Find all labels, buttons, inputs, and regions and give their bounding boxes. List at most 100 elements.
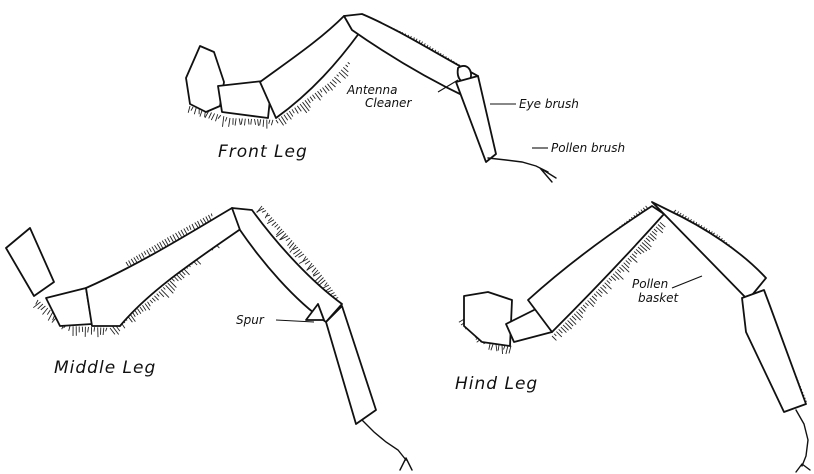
leg-hair: [239, 118, 240, 125]
leg-hair: [161, 289, 169, 297]
leg-hair: [248, 119, 249, 125]
leg-hair: [280, 233, 287, 240]
leg-hair: [103, 328, 104, 335]
leg-hair: [177, 275, 182, 280]
leg-hair: [194, 108, 196, 114]
leg-hair: [157, 294, 160, 297]
leg-hair: [271, 120, 273, 125]
leg-hair: [609, 278, 612, 281]
leg-hair: [343, 67, 348, 72]
leg-hair: [168, 283, 175, 290]
leg-hair: [289, 111, 293, 116]
leg-hair: [276, 229, 282, 235]
leg-hair: [288, 240, 293, 245]
eye-brush-label: Eye brush: [519, 98, 579, 110]
leg-hair: [320, 89, 322, 92]
leg-hair: [581, 307, 585, 311]
leg-hair: [195, 223, 198, 228]
leg-hair: [628, 258, 632, 262]
leg-hair: [166, 285, 174, 293]
leg-hair: [295, 108, 299, 114]
leg-hair: [312, 268, 316, 273]
pollen-basket-label-line2: basket: [638, 292, 678, 304]
leg-hair: [191, 107, 193, 111]
middle-leg: [6, 208, 412, 470]
leg-hair: [47, 310, 50, 315]
spur-label: Spur: [236, 314, 264, 326]
front-leg-label: Front Leg: [218, 143, 308, 161]
leg-hair: [275, 224, 278, 227]
middle-leg-tibia: [232, 208, 342, 322]
leg-hair: [148, 302, 151, 306]
leg-hair: [299, 254, 305, 257]
leg-hair: [559, 329, 563, 333]
leg-hair: [144, 251, 146, 254]
leg-hair: [88, 327, 89, 333]
leg-hair: [554, 334, 556, 336]
leg-hair: [603, 285, 607, 289]
leg-hair: [126, 262, 128, 266]
hind-leg-label: Hind Leg: [455, 375, 538, 393]
leg-hair: [38, 304, 43, 309]
leg-hair: [305, 261, 310, 264]
leg-hair: [277, 227, 280, 230]
leg-hair: [43, 308, 48, 315]
leg-hair: [245, 119, 246, 126]
leg-hair: [556, 332, 561, 337]
leg-hair: [235, 118, 236, 125]
leg-hair: [615, 272, 623, 280]
hind-leg: [464, 202, 810, 472]
leg-hair: [172, 279, 174, 281]
leg-hair: [491, 344, 493, 350]
leg-hair: [325, 86, 329, 91]
leg-hair: [209, 113, 212, 119]
leg-hair: [159, 292, 164, 297]
hind-leg-femur: [528, 206, 664, 332]
leg-hair: [163, 287, 165, 289]
leg-hair: [284, 115, 288, 121]
leg-hair: [594, 294, 597, 297]
leg-hair: [167, 238, 170, 243]
leg-hair: [229, 118, 230, 127]
middle-leg-tarsi: [362, 420, 412, 470]
leg-hair: [506, 346, 508, 355]
leg-hair: [607, 280, 610, 283]
leg-hair: [225, 117, 227, 121]
leg-hair: [223, 116, 224, 127]
leg-hair: [617, 269, 621, 272]
leg-hair: [94, 327, 95, 331]
leg-hair: [149, 248, 151, 252]
leg-hair: [509, 346, 511, 354]
leg-hair: [269, 120, 270, 124]
leg-hair: [48, 312, 53, 321]
leg-hair: [632, 254, 636, 258]
middle-leg-label: Middle Leg: [54, 359, 156, 377]
leg-hair: [598, 289, 602, 293]
leg-hair: [268, 217, 272, 221]
leg-hair: [41, 306, 46, 310]
hind-leg-coxa: [464, 292, 512, 346]
leg-hair: [346, 65, 348, 67]
leg-hair: [155, 245, 158, 249]
leg-hair: [266, 215, 271, 216]
leg-hair: [592, 296, 597, 301]
leg-hair: [502, 345, 503, 354]
hind-leg-basitarsus: [742, 290, 806, 412]
leg-hair: [585, 303, 588, 306]
leg-hair: [150, 300, 153, 303]
leg-hair: [140, 307, 143, 312]
leg-hair: [263, 120, 264, 127]
leg-hair: [260, 119, 261, 125]
leg-hair: [152, 247, 156, 253]
antenna-cleaner-label-line1: Antenna: [347, 84, 397, 96]
leg-hair: [134, 257, 137, 262]
leg-hair: [135, 311, 138, 316]
leg-hair: [276, 120, 278, 123]
leg-hair: [642, 243, 650, 250]
leg-hair: [211, 113, 214, 120]
leg-hair: [325, 283, 328, 286]
leg-hair: [174, 277, 178, 281]
hind-leg-tibia-pollen-basket: [652, 202, 766, 300]
leg-hair: [136, 256, 138, 260]
